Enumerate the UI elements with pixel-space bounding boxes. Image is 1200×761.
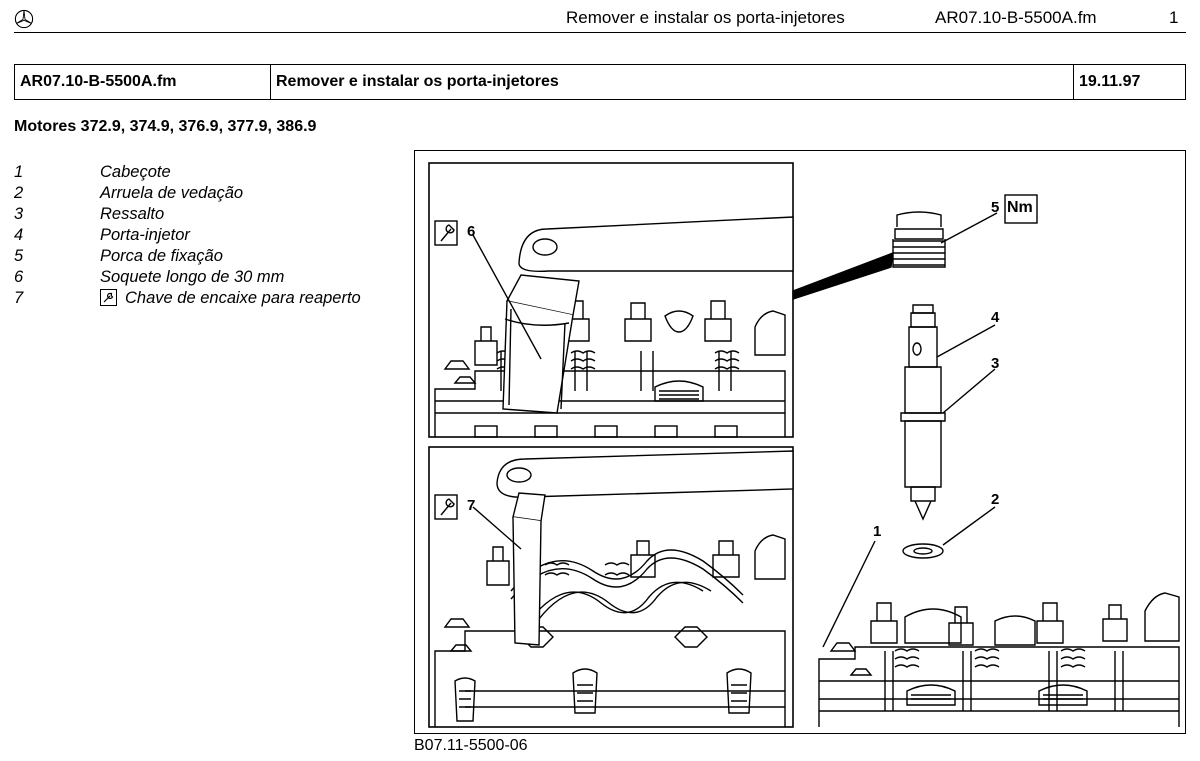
cylinder-head-panel1: [434, 290, 786, 438]
tightening-wrench: [496, 450, 794, 646]
figure-caption: B07.11-5500-06: [414, 737, 528, 754]
panel-tightening-view: [428, 446, 794, 728]
callout-2: 2: [991, 491, 1000, 508]
long-socket-wrench: [502, 216, 794, 414]
info-document: AR07.10-B-5500A.fm: [15, 65, 271, 99]
torque-symbol-box: [1004, 194, 1038, 224]
callout-line-3: [942, 368, 996, 414]
info-table: AR07.10-B-5500A.fm Remover e instalar os…: [14, 64, 1186, 100]
cylinder-head-right: [818, 592, 1180, 727]
wrench-tool-symbol: [434, 494, 458, 520]
fixing-nut: [892, 211, 946, 268]
callout-line-1: [822, 540, 876, 648]
callout-line-7: [472, 506, 522, 550]
injector-holder: [900, 304, 946, 521]
info-title: Remover e instalar os porta-injetores: [271, 65, 1074, 99]
callout-6: 6: [467, 223, 476, 240]
legend-number: 6: [14, 268, 24, 286]
legend-item: 7 Chave de encaixe para reaperto: [14, 289, 404, 310]
legend-item: 1 Cabeçote: [14, 163, 404, 184]
legend-label: Cabeçote: [100, 163, 171, 181]
detail-pointer: [792, 251, 894, 300]
technical-illustration: 6 7 5 Nm 4 3 2 1: [414, 150, 1186, 734]
legend-number: 3: [14, 205, 24, 223]
legend-label: Porta-injetor: [100, 226, 190, 244]
callout-line-6: [472, 234, 542, 360]
legend-number: 2: [14, 184, 24, 202]
info-date: 19.11.97: [1079, 73, 1141, 90]
legend-label: Arruela de vedação: [100, 184, 244, 202]
sealing-washer: [902, 543, 944, 559]
legend-item: 5 Porca de fixação: [14, 247, 404, 268]
legend-label: Soquete longo de 30 mm: [100, 268, 285, 286]
callout-3: 3: [991, 355, 1000, 372]
legend-label: Chave de encaixe para reaperto: [125, 289, 361, 307]
header-title: Remover e instalar os porta-injetores: [566, 8, 845, 27]
callout-7: 7: [467, 497, 476, 514]
legend-item: 3 Ressalto: [14, 205, 404, 226]
cylinder-head-panel2: [434, 534, 786, 727]
legend-number: 5: [14, 247, 24, 265]
mercedes-star-icon: [14, 9, 34, 29]
callout-5: 5: [991, 199, 1000, 216]
header-file: AR07.10-B-5500A.fm: [935, 8, 1097, 27]
legend-number: 7: [14, 289, 24, 307]
wrench-tool-symbol: [434, 220, 458, 246]
callout-line-2: [942, 506, 996, 546]
callout-line-4: [936, 324, 996, 358]
legend-item: 6 Soquete longo de 30 mm: [14, 268, 404, 289]
page-number: 1: [1169, 8, 1179, 27]
legend-label: Porca de fixação: [100, 247, 223, 265]
wrench-icon: [100, 289, 117, 306]
legend-number: 4: [14, 226, 24, 244]
legend-item: 4 Porta-injetor: [14, 226, 404, 247]
callout-1: 1: [873, 523, 882, 540]
legend-label: Ressalto: [100, 205, 165, 223]
callout-4: 4: [991, 309, 1000, 326]
motors-heading: Motores 372.9, 374.9, 376.9, 377.9, 386.…: [14, 118, 317, 135]
torque-symbol: Nm: [1007, 199, 1033, 216]
header-rule: [14, 32, 1186, 33]
legend-number: 1: [14, 163, 24, 181]
legend-label-with-icon: Chave de encaixe para reaperto: [100, 289, 361, 308]
legend-item: 2 Arruela de vedação: [14, 184, 404, 205]
panel-removal-view: [428, 162, 794, 438]
callout-line-5: [940, 212, 998, 244]
page-header: Remover e instalar os porta-injetores AR…: [0, 0, 1200, 34]
